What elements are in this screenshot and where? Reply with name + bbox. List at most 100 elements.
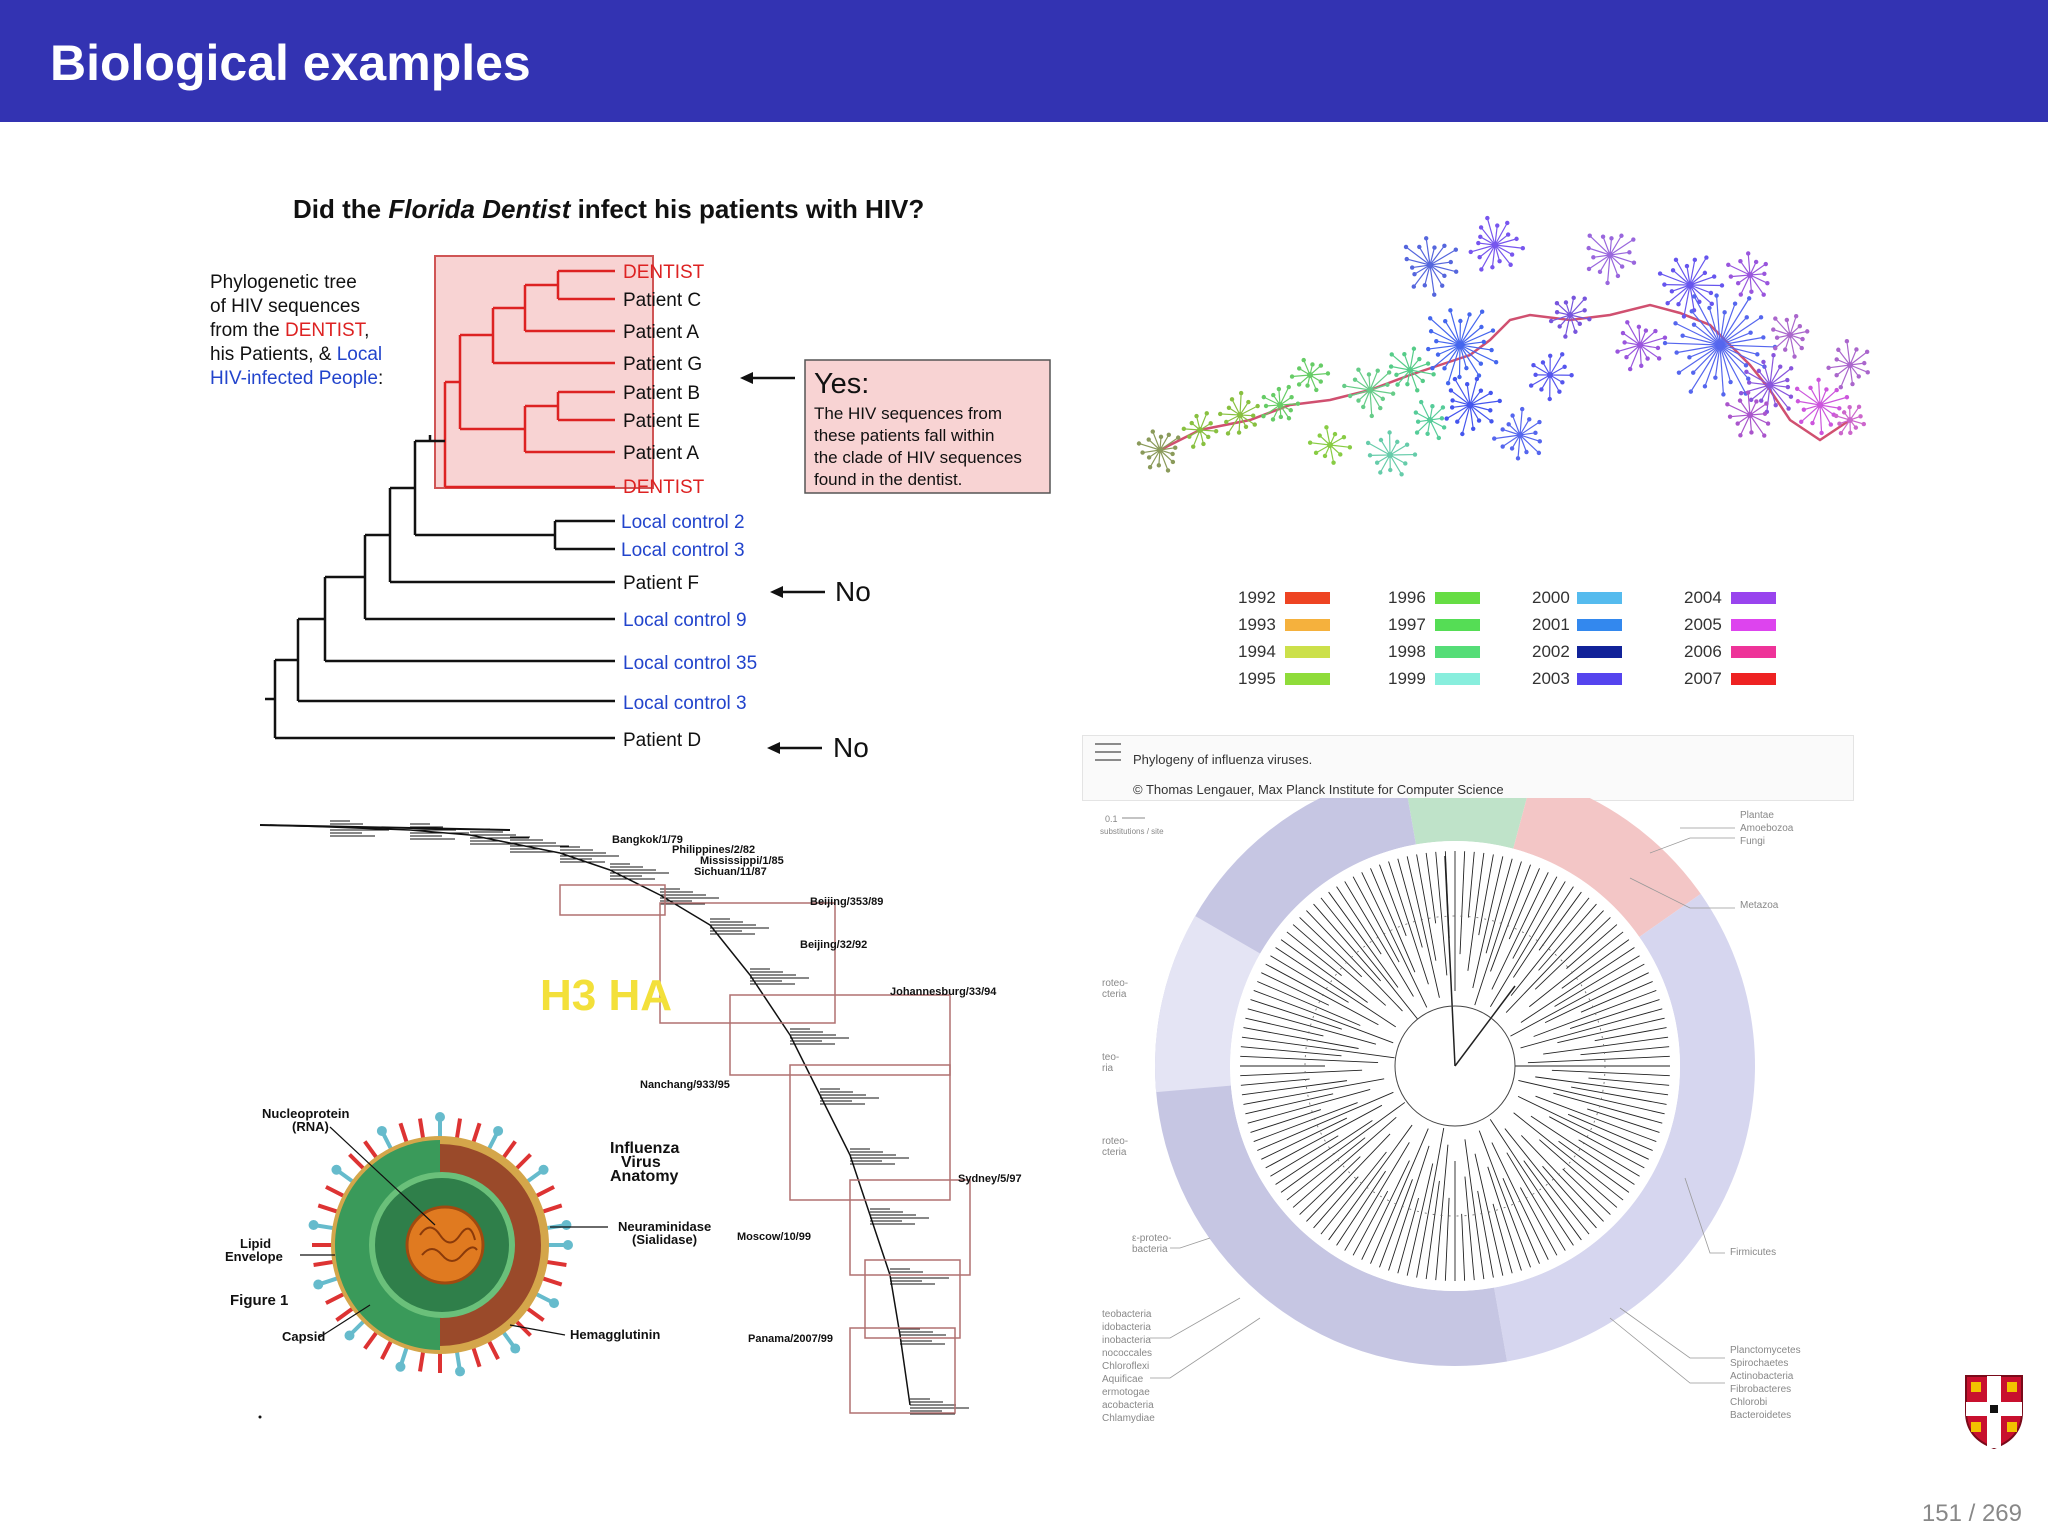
leaf-label: Local control 3 bbox=[621, 540, 745, 561]
svg-text:of HIV sequences: of HIV sequences bbox=[210, 296, 360, 317]
anatomy-label: Hemagglutinin bbox=[570, 1327, 660, 1342]
hiv-figure-title: Did the Florida Dentist infect his patie… bbox=[293, 194, 924, 224]
svg-text:from the DENTIST,: from the DENTIST, bbox=[210, 320, 369, 341]
group-label: teobacteria bbox=[1102, 1309, 1152, 1320]
ring-sector bbox=[1513, 798, 1701, 937]
tree-cluster bbox=[1528, 352, 1574, 402]
leaf-label: Patient E bbox=[623, 411, 700, 432]
legend-swatch bbox=[1577, 673, 1622, 685]
anatomy-label: Nucleoprotein bbox=[262, 1106, 349, 1121]
group-label: roteo- bbox=[1102, 1136, 1128, 1147]
legend-swatch bbox=[1435, 619, 1480, 631]
arrowheads bbox=[740, 372, 783, 754]
group-label: inobacteria bbox=[1102, 1335, 1151, 1346]
yes-heading: Yes: bbox=[814, 368, 869, 400]
yes-line: the clade of HIV sequences bbox=[814, 448, 1022, 467]
tree-cluster bbox=[1307, 425, 1353, 465]
strain-label: Sydney/5/97 bbox=[958, 1173, 1022, 1185]
hiv-dentist-svg: Did the Florida Dentist infect his patie… bbox=[210, 194, 1051, 763]
leaf-label: Patient C bbox=[623, 290, 701, 311]
group-label: Firmicutes bbox=[1730, 1247, 1776, 1258]
influenza-network-svg: 1992 1993 1994 1995 1996 1997 1998 1999 … bbox=[1136, 215, 1870, 688]
crest-svg bbox=[1965, 1375, 2023, 1450]
hiv-outer-branches bbox=[265, 435, 615, 740]
anatomy-pointers bbox=[300, 1126, 608, 1338]
tree-cluster bbox=[1365, 430, 1418, 477]
legend-year: 1994 bbox=[1238, 642, 1276, 661]
anatomy-label: Capsid bbox=[282, 1329, 325, 1344]
tree-cluster bbox=[1657, 255, 1725, 319]
leaf-label: Patient D bbox=[623, 730, 701, 751]
ring-sector bbox=[1407, 798, 1527, 849]
group-label: Aquificae bbox=[1102, 1374, 1144, 1385]
tree-cluster bbox=[1833, 404, 1867, 436]
tree-cluster bbox=[1738, 353, 1794, 415]
legend-year: 2000 bbox=[1532, 588, 1570, 607]
university-crest-logo bbox=[1962, 1372, 2026, 1450]
radial-tree bbox=[1240, 851, 1670, 1281]
group-label: nococcales bbox=[1102, 1348, 1152, 1359]
hiv-leaf-labels: DENTIST Patient C Patient A Patient G Pa… bbox=[621, 262, 757, 751]
legend-year: 1998 bbox=[1388, 642, 1426, 661]
nucleoprotein bbox=[405, 1205, 485, 1285]
legend-swatch bbox=[1435, 592, 1480, 604]
strain-label: Mississippi/1/85 bbox=[700, 855, 784, 867]
strain-label: Moscow/10/99 bbox=[737, 1231, 811, 1243]
anatomy-label: Neuraminidase bbox=[618, 1219, 711, 1234]
legend-year: 2007 bbox=[1684, 669, 1722, 688]
legend-swatch bbox=[1435, 646, 1480, 658]
tree-cluster bbox=[1413, 399, 1447, 441]
strain-label: Beijing/353/89 bbox=[810, 896, 883, 908]
group-label: ε-proteo- bbox=[1132, 1233, 1171, 1244]
caption-strip-svg: Phylogeny of influenza viruses. © Thomas… bbox=[1095, 743, 1504, 797]
svg-text:Phylogenetic tree: Phylogenetic tree bbox=[210, 272, 357, 293]
group-label: teo- bbox=[1102, 1052, 1119, 1063]
tree-cluster bbox=[1794, 377, 1850, 436]
strain-label: Nanchang/933/95 bbox=[640, 1079, 730, 1091]
dentist-clade-box bbox=[434, 255, 654, 489]
influenza-network-figure: 1992 1993 1994 1995 1996 1997 1998 1999 … bbox=[1130, 205, 1870, 805]
anatomy-labels: Influenza Virus Anatomy Nucleoprotein (R… bbox=[225, 1106, 711, 1344]
leaf-label: Local control 9 bbox=[623, 610, 747, 631]
legend-year: 2003 bbox=[1532, 669, 1570, 688]
anatomy-title: Virus bbox=[621, 1154, 661, 1171]
strain-label: Sichuan/11/87 bbox=[694, 866, 767, 878]
tree-of-life-svg: roteo- cteria teo- ria roteo- cteria ε-p… bbox=[1100, 798, 1801, 1424]
legend-year: 1992 bbox=[1238, 588, 1276, 607]
legend-swatch bbox=[1285, 619, 1330, 631]
slide-header: Biological examples bbox=[0, 0, 2048, 122]
arrows bbox=[745, 376, 825, 750]
scale-unit: substitutions / site bbox=[1100, 827, 1164, 836]
h3ha-figure: Bangkok/1/79 Philippines/2/82 Mississipp… bbox=[210, 805, 1080, 1425]
strain-label: Panama/2007/99 bbox=[748, 1333, 833, 1345]
legend-swatch bbox=[1285, 592, 1330, 604]
group-label: Plantae bbox=[1740, 810, 1774, 821]
leaf-label: Patient B bbox=[623, 383, 700, 404]
legend-year: 2001 bbox=[1532, 615, 1570, 634]
legend-year: 1996 bbox=[1388, 588, 1426, 607]
tree-cluster bbox=[1826, 339, 1870, 390]
svg-text:HIV-infected People:: HIV-infected People: bbox=[210, 368, 383, 389]
group-label: roteo- bbox=[1102, 978, 1128, 989]
group-label: ria bbox=[1102, 1063, 1114, 1074]
ring-sector bbox=[1494, 893, 1755, 1362]
group-label: cteria bbox=[1102, 1147, 1127, 1158]
anatomy-title: Anatomy bbox=[610, 1168, 679, 1185]
group-label: idobacteria bbox=[1102, 1322, 1151, 1333]
virus-anatomy bbox=[308, 1112, 573, 1377]
tree-cluster bbox=[1136, 429, 1181, 473]
tree-cluster bbox=[1492, 406, 1543, 461]
group-label: acobacteria bbox=[1102, 1400, 1154, 1411]
tree-cluster bbox=[1444, 376, 1502, 437]
leaf-label: Patient A bbox=[623, 443, 699, 464]
tree-backbone bbox=[1159, 303, 1851, 452]
ring-sector bbox=[1155, 916, 1261, 1093]
leaf-label: Local control 3 bbox=[623, 693, 747, 714]
legend-swatch bbox=[1577, 592, 1622, 604]
scale-value: 0.1 bbox=[1105, 814, 1118, 824]
anatomy-label: (Sialidase) bbox=[632, 1232, 697, 1247]
legend-swatch bbox=[1731, 619, 1776, 631]
tree-cluster bbox=[1218, 390, 1260, 436]
tree-cluster bbox=[1726, 251, 1770, 297]
tree-cluster bbox=[1771, 313, 1810, 359]
